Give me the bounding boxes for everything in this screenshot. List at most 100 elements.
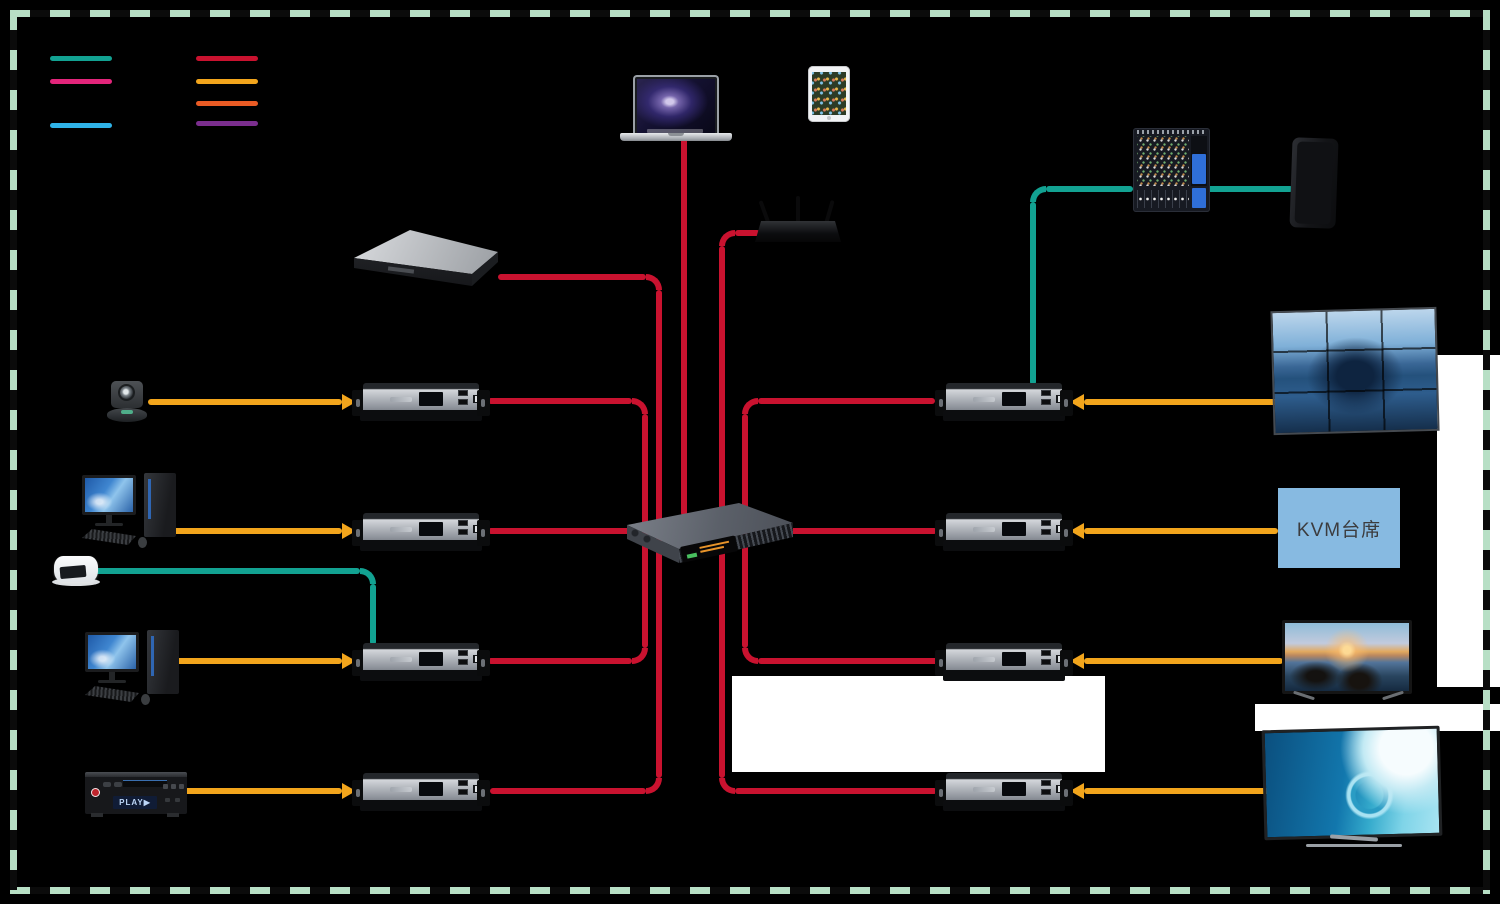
codec-l2 (352, 513, 490, 551)
wire-r1-corner (742, 398, 758, 414)
codec-screen (1002, 392, 1026, 406)
legend-orange-line (196, 101, 258, 106)
codec-body (946, 513, 1072, 544)
dvd-button-4 (165, 798, 170, 802)
wire-mixer-h1 (1046, 186, 1133, 192)
mount-ear (1060, 650, 1073, 676)
codec-usb-ports (458, 520, 468, 535)
speaker-grille (1294, 141, 1334, 225)
codec-usb-ports (1041, 390, 1051, 405)
mixer-blue-panel (1192, 154, 1206, 184)
ptz-camera (103, 377, 151, 425)
codec-r3 (935, 643, 1073, 681)
wire-server-h (498, 274, 646, 280)
codec-usb-ports (458, 650, 468, 665)
audio-mixer (1133, 128, 1210, 212)
pc1-stand (106, 515, 112, 523)
wire-server-corner-bottom (646, 778, 662, 794)
codec-screen (1002, 652, 1026, 666)
codec-base (360, 410, 482, 421)
border-top (10, 10, 1490, 17)
pc2-monitor (85, 632, 139, 672)
dvd-logo (91, 788, 100, 797)
wire-wireless-h (92, 568, 360, 574)
codec-base (360, 800, 482, 811)
pc1-monitor (82, 475, 136, 515)
wireless-unit (52, 556, 100, 588)
router-antenna-center (796, 196, 800, 226)
tv-wave (1261, 725, 1443, 841)
codec-screen (1002, 522, 1026, 536)
wire-server-to-codec-l4 (490, 788, 646, 794)
codec-logo (390, 397, 412, 402)
codec-usb-ports (1041, 520, 1051, 535)
codec-logo (390, 527, 412, 532)
wire-codec-l3-h (488, 658, 632, 664)
codec-screen (419, 652, 443, 666)
wireless-unit-slot (59, 564, 87, 580)
legend-red-line (196, 56, 258, 61)
codec-base (943, 540, 1065, 551)
mount-ear (1060, 390, 1073, 416)
router-body (755, 221, 841, 242)
pc2-tower (147, 630, 179, 694)
codec-r2 (935, 513, 1073, 551)
legend-lightblue-line (50, 123, 112, 128)
wire-pc1-codec (168, 528, 342, 534)
mount-ear (477, 390, 490, 416)
border-right (1483, 10, 1490, 894)
wire-pc2-codec (168, 658, 342, 664)
codec-logo (973, 527, 995, 532)
codec-logo (390, 657, 412, 662)
codec-logo (973, 397, 995, 402)
wire-codec-videowall (1084, 399, 1280, 405)
tablet-screen (812, 72, 846, 115)
codec-base (943, 410, 1065, 421)
wire-wireless-corner (360, 568, 376, 584)
wire-codec-l2-h (488, 528, 630, 534)
border-left (10, 10, 17, 894)
wire-dvd-codec (180, 788, 342, 794)
mount-ear (477, 520, 490, 546)
legend-teal-line (50, 56, 112, 61)
wire-mixer-v (1030, 202, 1036, 385)
dvd-top-bevel (85, 772, 187, 777)
arrowhead-r1 (1070, 394, 1084, 410)
pc2-stand (109, 672, 115, 680)
mount-ear (935, 520, 948, 546)
desktop-pc-1 (82, 473, 177, 548)
dvd-knob-2 (114, 782, 122, 787)
mount-ear (935, 650, 948, 676)
legend-amber-line (196, 79, 258, 84)
codec-l1 (352, 383, 490, 421)
codec-r4 (935, 773, 1073, 811)
pc1-mouse (138, 537, 147, 548)
codec-screen (1002, 782, 1026, 796)
camera-led (121, 410, 133, 414)
codec-logo (390, 787, 412, 792)
mount-ear (935, 780, 948, 806)
arrowhead-r4 (1070, 783, 1084, 799)
mount-ear (1060, 780, 1073, 806)
wire-r3-corner (742, 648, 758, 664)
kvm-console-label: KVM台席 (1296, 519, 1382, 541)
codec-logo (973, 787, 995, 792)
codec-logo (973, 657, 995, 662)
border-bottom (10, 887, 1490, 894)
white-patch-center (732, 676, 1105, 772)
wire-codec-r1-h (758, 398, 935, 404)
codec-screen (419, 392, 443, 406)
mixer-faders (1137, 190, 1189, 208)
codec-usb-ports (1041, 780, 1051, 795)
codec-base (360, 670, 482, 681)
tv-sunset (1282, 620, 1412, 694)
camera-lens (118, 384, 135, 401)
dvd-foot-left (91, 813, 103, 817)
laptop-galaxy-wallpaper (637, 79, 715, 133)
codec-l4 (352, 773, 490, 811)
dvd-disc-tray (123, 780, 167, 787)
pc2-foot (98, 680, 126, 683)
codec-screen (419, 522, 443, 536)
tablet (808, 66, 850, 122)
wireless-unit-base (52, 578, 100, 586)
